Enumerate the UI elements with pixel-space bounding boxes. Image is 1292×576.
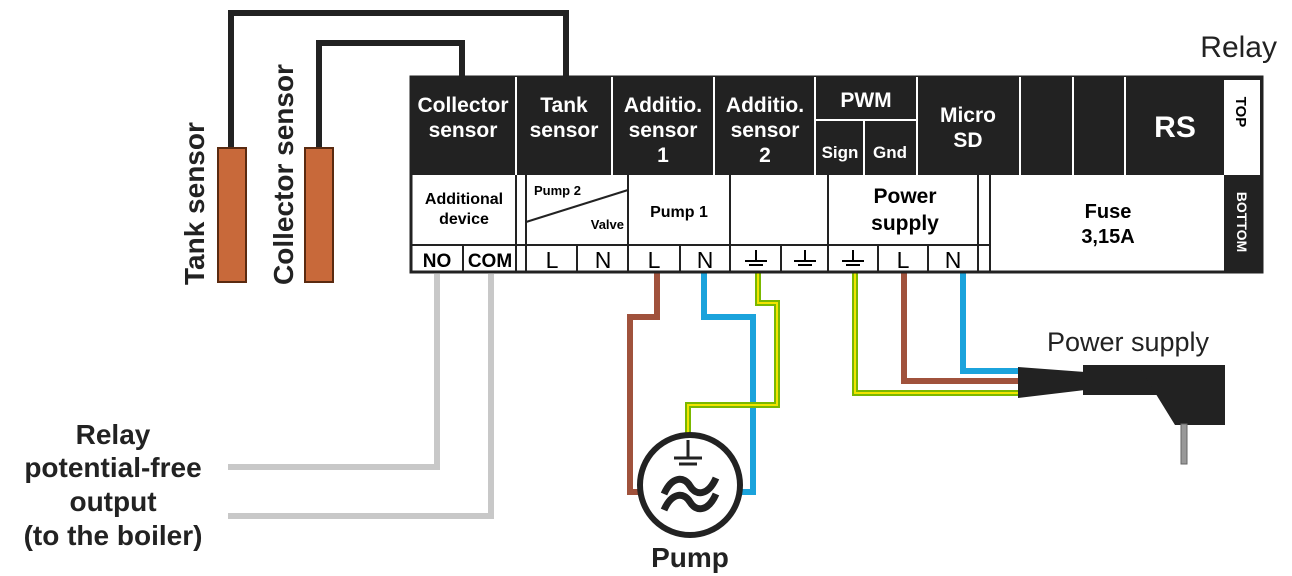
add-sensor1-label-3: 1 [657, 144, 669, 167]
terminal-pump2-l: L [546, 247, 559, 273]
bottom-cell [1224, 175, 1262, 272]
top-dividers [515, 77, 1126, 175]
plug-body [1138, 365, 1225, 425]
pump-tilde-icon-2 [660, 491, 720, 513]
tank-sensor-col-label-2: sensor [530, 119, 599, 142]
terminal-pump2-n: N [595, 247, 612, 273]
pump-blue-wire [701, 272, 756, 495]
terminal-pump1-n: N [697, 247, 714, 273]
add-sensor2-label-1: Additio. [726, 94, 804, 117]
ground-terminal-icons [745, 250, 864, 266]
top-label: TOP [1232, 97, 1249, 128]
relay-output-wires [228, 274, 494, 519]
pump-wires [627, 272, 780, 495]
tank-sensor-col-label-1: Tank [540, 94, 588, 117]
relay-output-label-1: Relay [76, 419, 151, 450]
pump-tilde-icon [660, 475, 720, 497]
fuse-label-2: 3,15A [1081, 226, 1134, 248]
terminal-com: COM [468, 251, 512, 272]
additional-device-label-2: device [439, 211, 489, 228]
pump2-label: Pump 2 [534, 183, 581, 198]
additional-device-label-1: Additional [425, 191, 503, 208]
collector-sensor-col-label-2: sensor [429, 119, 498, 142]
sensor-cables [228, 10, 569, 150]
relay-title: Relay [1200, 31, 1277, 64]
tank-sensor-cable [228, 10, 569, 150]
pwm-label: PWM [840, 89, 891, 112]
plug-pin [1180, 423, 1188, 465]
top-cell [1224, 80, 1260, 175]
collector-sensor-probe [304, 147, 334, 283]
collector-sensor-cable [316, 40, 465, 150]
fuse-label-1: Fuse [1085, 201, 1132, 223]
pump-label: Pump [651, 542, 729, 573]
pump-symbol [637, 432, 743, 538]
no-wire [228, 274, 440, 470]
terminal-pump1-l: L [648, 247, 661, 273]
rs-label: RS [1154, 111, 1196, 144]
tank-sensor-probe [217, 147, 247, 283]
ground-icon [745, 250, 767, 266]
power-supply-col-label-1: Power [873, 185, 936, 208]
power-brown-wire [901, 272, 1020, 384]
plug-cable-sleeve [1018, 367, 1085, 398]
ground-icon [794, 250, 816, 266]
terminal-power-l: L [897, 247, 910, 273]
power-wires [852, 272, 1020, 396]
pump-ground-stripe [687, 272, 778, 440]
pump-ground-icon [674, 440, 702, 466]
add-sensor1-label-2: sensor [629, 119, 698, 142]
micro-sd-label-1: Micro [940, 104, 996, 127]
collector-sensor-col-label-1: Collector [417, 94, 508, 117]
collector-sensor-label: Collector sensor [268, 64, 299, 285]
power-ground-wire [852, 272, 1020, 396]
terminal-no: NO [423, 251, 452, 272]
add-sensor1-label-1: Additio. [624, 94, 702, 117]
terminal-power-n: N [945, 247, 962, 273]
com-wire [228, 274, 494, 519]
top-band [411, 77, 1262, 175]
tank-sensor-label: Tank sensor [179, 122, 210, 285]
power-supply-label: Power supply [1047, 327, 1210, 357]
bottom-dividers [411, 175, 991, 272]
valve-label: Valve [591, 217, 624, 232]
relay-output-label-3: output [69, 486, 156, 517]
add-sensor2-label-2: sensor [731, 119, 800, 142]
controller-board: TOP Collector sensor Tank sensor Additio… [409, 75, 1264, 274]
relay-output-label-2: potential-free [24, 452, 201, 483]
add-sensor2-label-3: 2 [759, 144, 771, 167]
power-plug [1018, 365, 1225, 465]
power-ground-stripe [854, 272, 1020, 394]
bottom-label: BOTTOM [1234, 192, 1250, 252]
micro-sd-label-2: SD [953, 129, 982, 152]
relay-output-label-4: (to the boiler) [24, 520, 203, 551]
ground-icon [842, 250, 864, 266]
pwm-gnd-label: Gnd [873, 143, 907, 162]
pump1-label: Pump 1 [650, 204, 708, 221]
power-supply-col-label-2: supply [871, 212, 939, 235]
pwm-sign-label: Sign [822, 143, 859, 162]
power-blue-wire [960, 272, 1020, 374]
